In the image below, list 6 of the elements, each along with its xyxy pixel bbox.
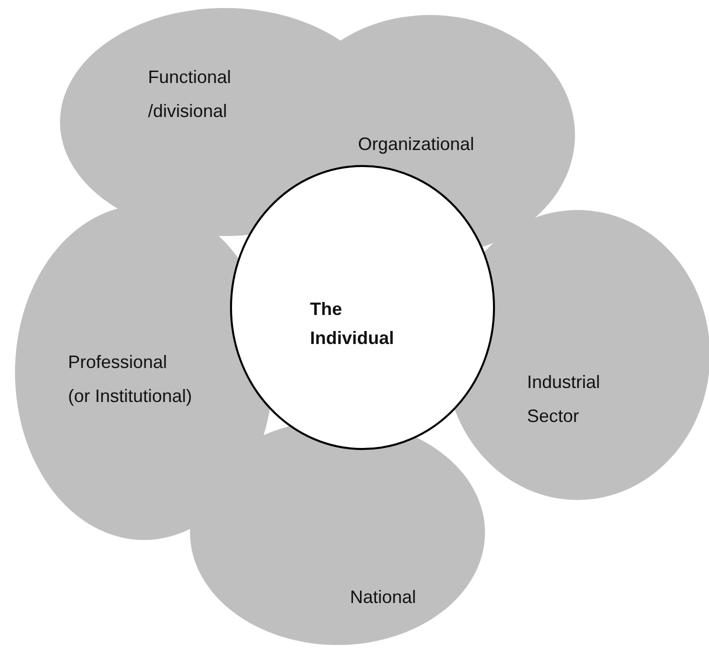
circle-label: Professional (or Institutional): [68, 345, 193, 414]
circle-label: The Individual: [310, 295, 420, 353]
circle-label: National: [350, 580, 470, 614]
circle-label: Industrial Sector: [527, 365, 627, 434]
circle-label: Functional /divisional: [148, 60, 278, 128]
circle-label: Organizational: [358, 127, 528, 162]
